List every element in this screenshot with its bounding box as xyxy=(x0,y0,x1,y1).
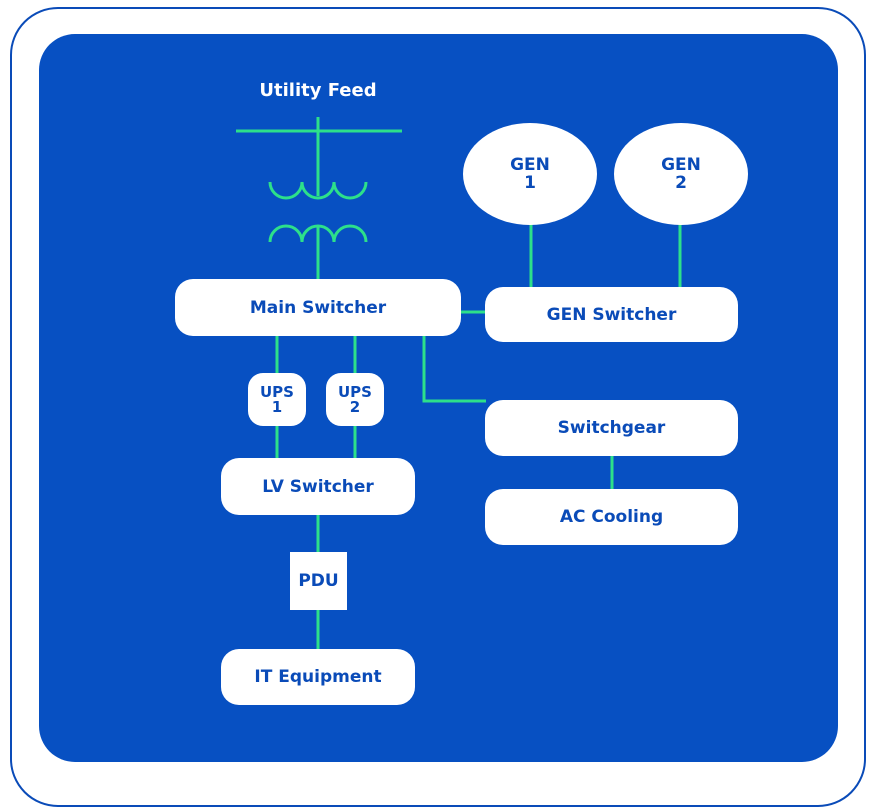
utility-feed-label: Utility Feed xyxy=(259,80,377,101)
main-switchgear-link xyxy=(422,336,486,403)
gen2-node: GEN 2 xyxy=(614,123,748,225)
connector-lines xyxy=(236,117,682,650)
gen1-node: GEN 1 xyxy=(463,123,597,225)
it-equipment-node: IT Equipment xyxy=(221,649,415,705)
ac-cooling-node: AC Cooling xyxy=(485,489,738,545)
switchgear-node: Switchgear xyxy=(485,400,738,456)
lv-switcher-node: LV Switcher xyxy=(221,458,415,515)
transformer-primary-icon xyxy=(268,181,368,200)
pdu-node: PDU xyxy=(290,552,347,610)
gen-switcher-node: GEN Switcher xyxy=(485,287,738,342)
main-switcher-node: Main Switcher xyxy=(175,279,461,336)
ups2-node: UPS 2 xyxy=(326,373,384,426)
ups1-node: UPS 1 xyxy=(248,373,306,426)
